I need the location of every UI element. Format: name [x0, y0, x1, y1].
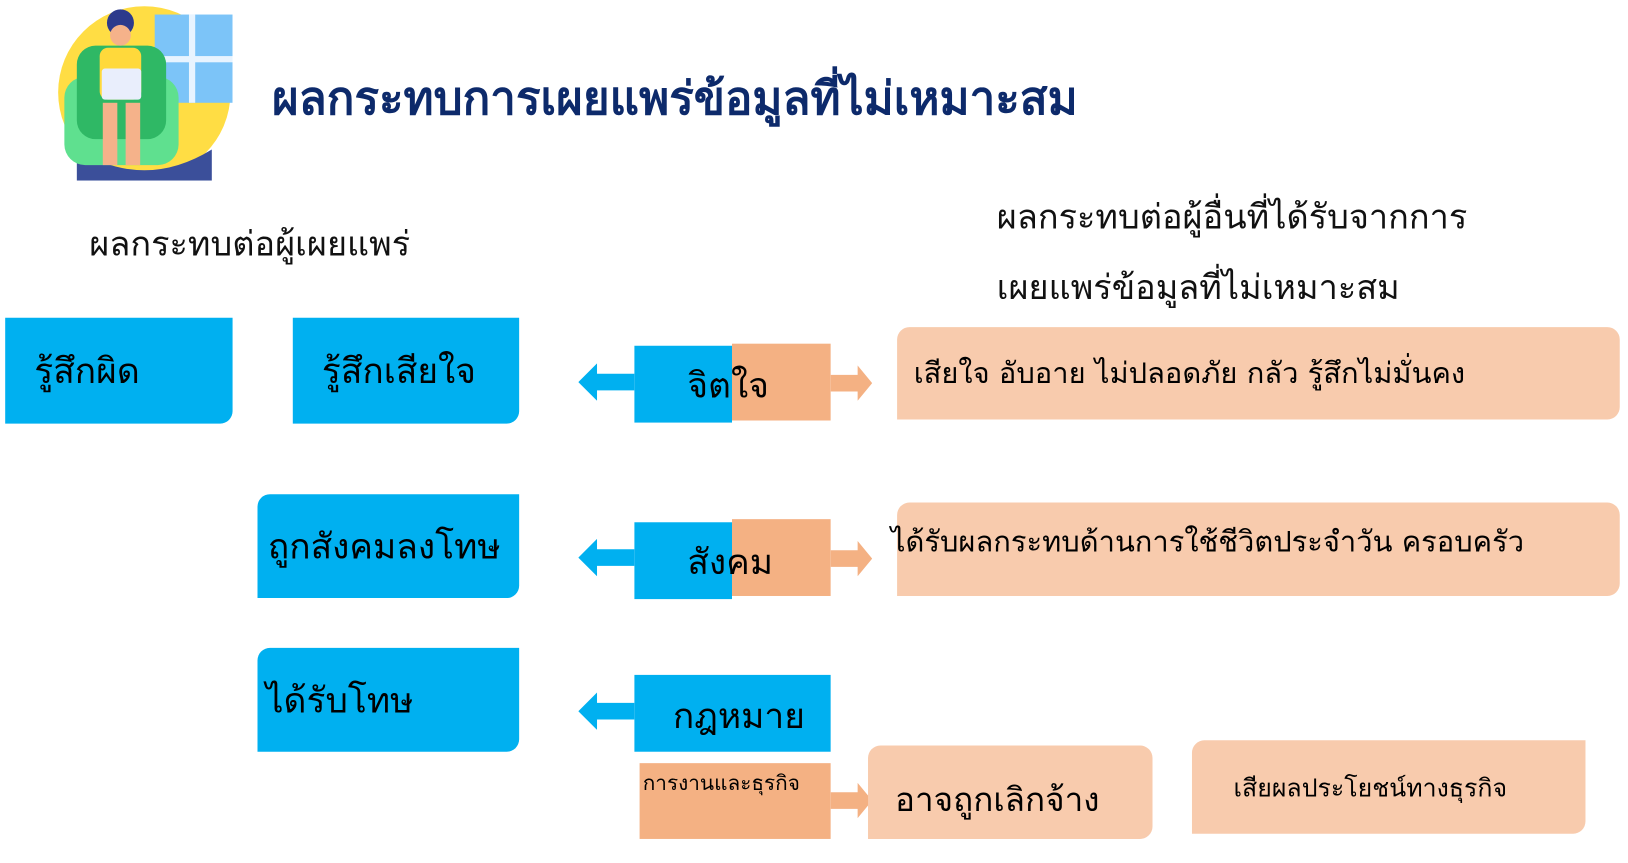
category-social-label: สังคม [687, 541, 774, 584]
effect-text: ได้รับผลกระทบด้านการใช้ชีวิตประจำวัน ครอ… [890, 524, 1525, 559]
person-with-laptop-illustration [58, 6, 233, 181]
others-effect-mind: เสียใจ อับอาย ไม่ปลอดภัย กลัว รู้สึกไม่ม… [897, 327, 1620, 420]
left-heading: ผลกระทบต่อผู้เผยแพร่ [89, 223, 411, 264]
category-law [634, 674, 831, 752]
arrow-right-icon [830, 365, 873, 401]
arrow-left-icon [578, 692, 635, 730]
others-effect-business-loss: เสียผลประโยชน์ทางธุรกิจ [1191, 740, 1586, 834]
category-mind-blue-half [634, 345, 733, 423]
effect-text: เสียผลประโยชน์ทางธุรกิจ [1233, 773, 1508, 803]
category-social-blue-half [634, 522, 733, 600]
effect-label: ถูกสังคมลงโทษ [267, 526, 501, 568]
page-title: ผลกระทบการเผยแพร่ข้อมูลที่ไม่เหมาะสม [272, 72, 1078, 126]
category-work-business [639, 763, 831, 839]
right-heading-line-1: ผลกระทบต่อผู้อื่นที่ได้รับจากการ [996, 196, 1468, 237]
arrow-left-icon [578, 363, 635, 401]
effect-text: เสียใจ อับอาย ไม่ปลอดภัย กลัว รู้สึกไม่ม… [913, 355, 1466, 390]
others-effect-dismissal: อาจถูกเลิกจ้าง [868, 745, 1153, 839]
arrow-right-icon [830, 782, 873, 819]
effect-label: ได้รับโทษ [265, 680, 414, 722]
others-effect-social: ได้รับผลกระทบด้านการใช้ชีวิตประจำวัน ครอ… [891, 502, 1620, 596]
effect-feel-guilty: รู้สึกผิด [5, 317, 233, 424]
effect-label: รู้สึกผิด [34, 350, 140, 393]
effect-feel-sorry: รู้สึกเสียใจ [292, 317, 520, 424]
category-mind-orange-half [732, 343, 831, 421]
effect-legal-penalty: ได้รับโทษ [257, 647, 520, 752]
effect-social-punishment: ถูกสังคมลงโทษ [257, 494, 520, 599]
category-social-orange-half [732, 519, 831, 596]
arrow-left-icon [578, 538, 635, 577]
category-law-label: กฎหมาย [672, 695, 805, 738]
effect-text: อาจถูกเลิกจ้าง [895, 779, 1100, 819]
arrow-right-icon [830, 540, 873, 577]
right-heading-line-2: เผยแพร่ข้อมูลที่ไม่เหมาะสม [996, 266, 1400, 308]
category-mind-label: จิตใจ [687, 365, 769, 408]
effect-label: รู้สึกเสียใจ [321, 350, 476, 393]
category-work-business-label: การงานและธุรกิจ [642, 770, 800, 796]
